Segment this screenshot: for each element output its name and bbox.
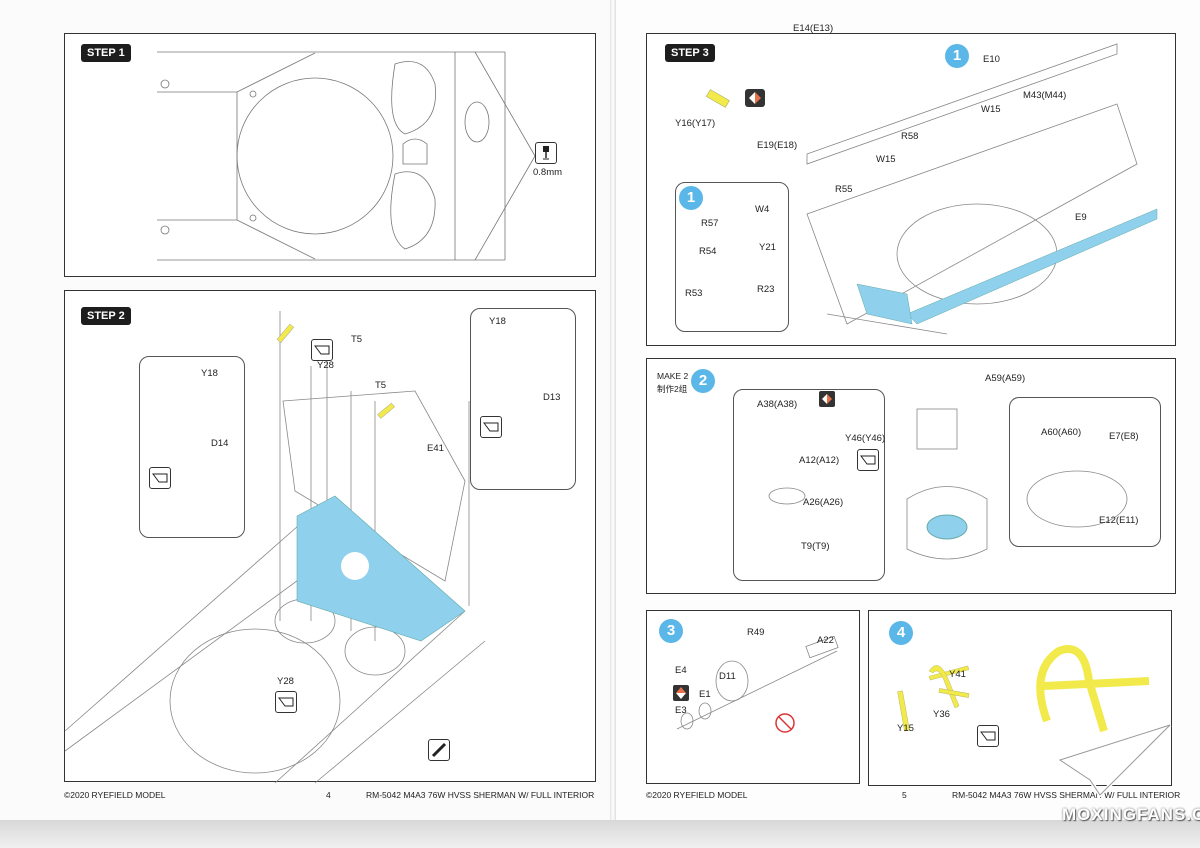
step-1-panel: STEP 1 0.8mm (64, 33, 596, 277)
bend-icon (977, 725, 999, 747)
part-label: A12(A12) (799, 455, 840, 466)
step-2-right-inset (470, 308, 576, 490)
part-label: W15 (876, 154, 896, 165)
part-label: W4 (755, 204, 770, 215)
part-label: E4 (675, 665, 687, 676)
page-4-number: 4 (326, 790, 331, 800)
page-5-footer-left: ©2020 RYEFIELD MODEL (646, 790, 748, 800)
bend-icon (275, 691, 297, 713)
part-label: Y28 (277, 676, 294, 687)
part-label: A22 (817, 635, 834, 646)
step-2-panel: STEP 2 Y18 D14 Y28 T5 (64, 290, 596, 784)
part-label: Y36 (933, 709, 950, 720)
step-2-left-inset (139, 356, 245, 538)
make-2-right-inset (1009, 397, 1161, 547)
part-label: E10 (983, 54, 1000, 65)
make-2-drawing (768, 391, 1128, 560)
part-label: E3 (675, 705, 687, 716)
page-4-footer-right: RM-5042 M4A3 76W HVSS SHERMAN W/ FULL IN… (366, 790, 595, 800)
part-label: D13 (543, 392, 561, 403)
callout-badge: 3 (659, 619, 683, 643)
part-label: Y18 (489, 316, 506, 327)
make-2-left-inset (733, 389, 885, 581)
bend-icon (480, 416, 502, 438)
make-count-label-cn: 制作2组 (657, 384, 688, 394)
sub-step-2-panel: MAKE 2 制作2组 2 A38(A38) Y46(Y46) A12(A12)… (646, 358, 1176, 594)
part-label: R54 (699, 246, 717, 257)
part-label: Y41 (949, 669, 966, 680)
part-label: T5 (351, 334, 363, 345)
callout-badge: 4 (889, 621, 913, 645)
bend-icon (857, 449, 879, 471)
part-label: W15 (981, 104, 1001, 115)
scanner-edge (0, 820, 1200, 848)
page-5-footer-right: RM-5042 M4A3 76W HVSS SHERMAN W/ FULL IN… (952, 790, 1181, 800)
callout-badge: 1 (945, 44, 969, 68)
page-5-number: 5 (902, 790, 907, 800)
part-label: M43(M44) (1023, 90, 1067, 101)
part-label: E12(E11) (1099, 515, 1139, 526)
drill-icon (535, 142, 557, 164)
make-count-label: MAKE 2 (657, 371, 689, 381)
bend-icon (311, 339, 333, 361)
inset-callout-badge: 1 (679, 186, 703, 210)
sub-step-4-panel: 4 Y41 Y36 Y15 (868, 610, 1172, 786)
part-label: A59(A59) (985, 373, 1026, 384)
part-label: R23 (757, 284, 775, 295)
part-label: Y15 (897, 723, 914, 734)
part-label: A26(A26) (803, 497, 844, 508)
knife-icon (428, 739, 450, 761)
part-label: D14 (211, 438, 229, 449)
part-label: A60(A60) (1041, 427, 1082, 438)
page-gutter (610, 0, 616, 820)
part-label: R49 (747, 627, 765, 638)
part-label: Y21 (759, 242, 776, 253)
part-label: Y18 (201, 368, 218, 379)
part-label: R57 (701, 218, 719, 229)
sub-step-3-drawing (673, 635, 839, 733)
step-1-label: STEP 1 (81, 44, 131, 62)
part-label: Y28 (317, 360, 334, 371)
highlighted-panel (296, 495, 466, 642)
part-label: E14(E13) (793, 23, 834, 34)
part-label: T9(T9) (801, 541, 830, 552)
part-label: E19(E18) (757, 140, 798, 151)
callout-badge: 2 (691, 369, 715, 393)
watermark: MOXINGFANS.COM (1062, 805, 1200, 824)
sub-step-4-drawing (897, 645, 1150, 733)
drill-size-label: 0.8mm (533, 167, 563, 178)
part-label: E7(E8) (1109, 431, 1139, 442)
part-label: R55 (835, 184, 853, 195)
part-label: E9 (1075, 212, 1087, 223)
hull-floor-drawing (157, 51, 536, 261)
step-3-drawing (705, 43, 1158, 335)
part-label: A38(A38) (757, 399, 798, 410)
part-label: Y46(Y46) (845, 433, 886, 444)
part-label: Y16(Y17) (675, 118, 716, 129)
step-3-label: STEP 3 (665, 44, 715, 62)
step-2-label: STEP 2 (81, 307, 131, 325)
part-label: R53 (685, 288, 703, 299)
part-label: R58 (901, 131, 919, 142)
bend-icon (149, 467, 171, 489)
highlighted-rail (906, 208, 1158, 325)
part-label: T5 (375, 380, 387, 391)
step-3-panel: STEP 3 1 1 E14(E13) E10 Y16(Y17) E19(E18… (646, 23, 1176, 346)
part-label: E41 (427, 443, 444, 454)
part-label: D11 (719, 671, 736, 682)
page-4-footer-left: ©2020 RYEFIELD MODEL (64, 790, 166, 800)
sub-step-3-panel: 3 R49 A22 E4 D11 E1 E3 (646, 610, 860, 784)
part-label: E1 (699, 689, 711, 700)
